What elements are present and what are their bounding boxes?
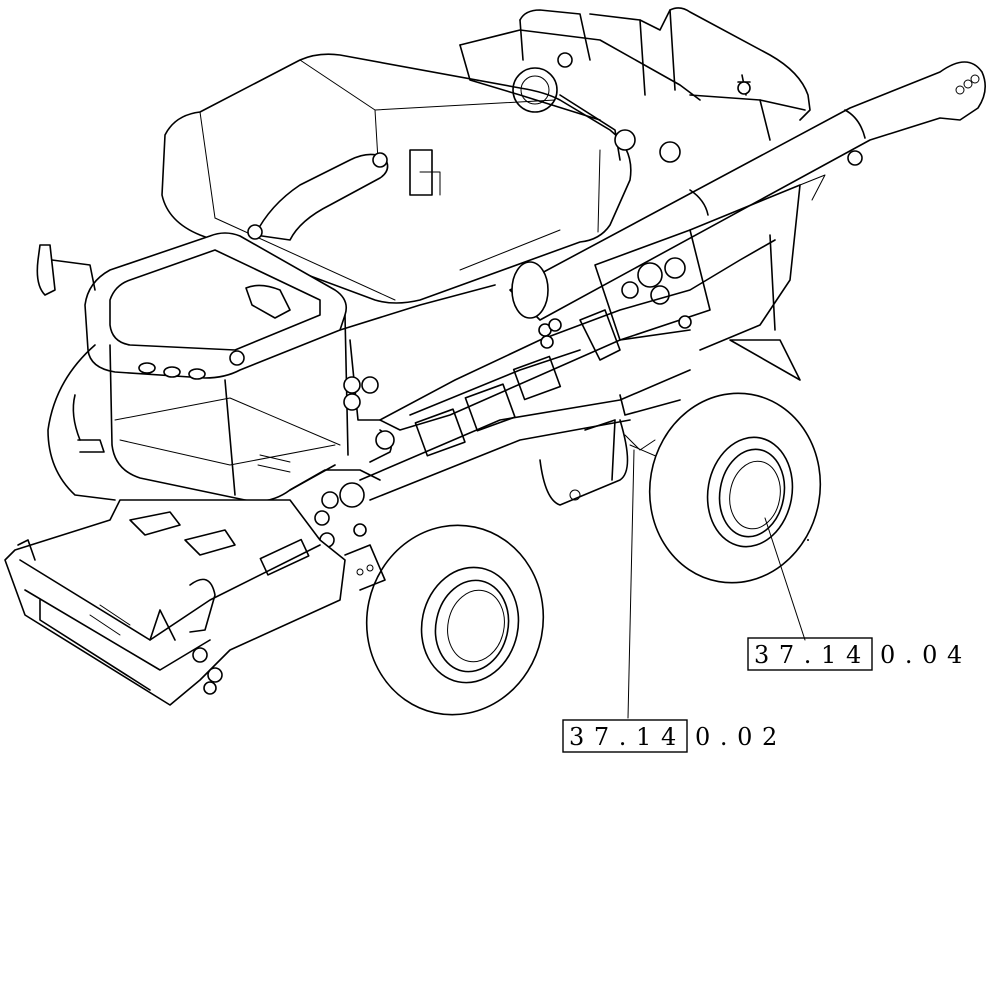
rear-wheel — [648, 392, 822, 584]
speck — [807, 539, 809, 541]
callout-37-140-02: 3 7 . 1 4 0 . 0 2 — [562, 719, 778, 753]
front-right-wheel — [344, 524, 545, 716]
callout-37-140-04: 3 7 . 1 4 0 . 0 4 — [747, 637, 963, 671]
operator-cab — [36, 232, 349, 503]
callout-rest-text: 0 . 0 4 — [880, 641, 963, 669]
unloading-auger — [509, 61, 986, 321]
grain-tank — [161, 53, 632, 304]
callout-box — [562, 719, 688, 753]
callout-box — [747, 637, 873, 671]
leader-line-2 — [627, 449, 635, 719]
callout-boxed-text: 3 7 . 1 4 — [569, 723, 677, 751]
feeder-house — [4, 499, 346, 706]
leader-line-1 — [764, 517, 806, 641]
front-left-wheel — [47, 344, 116, 501]
callout-boxed-text: 3 7 . 1 4 — [754, 641, 862, 669]
engine-compartment — [459, 7, 811, 163]
callout-rest-text: 0 . 0 2 — [695, 723, 778, 751]
